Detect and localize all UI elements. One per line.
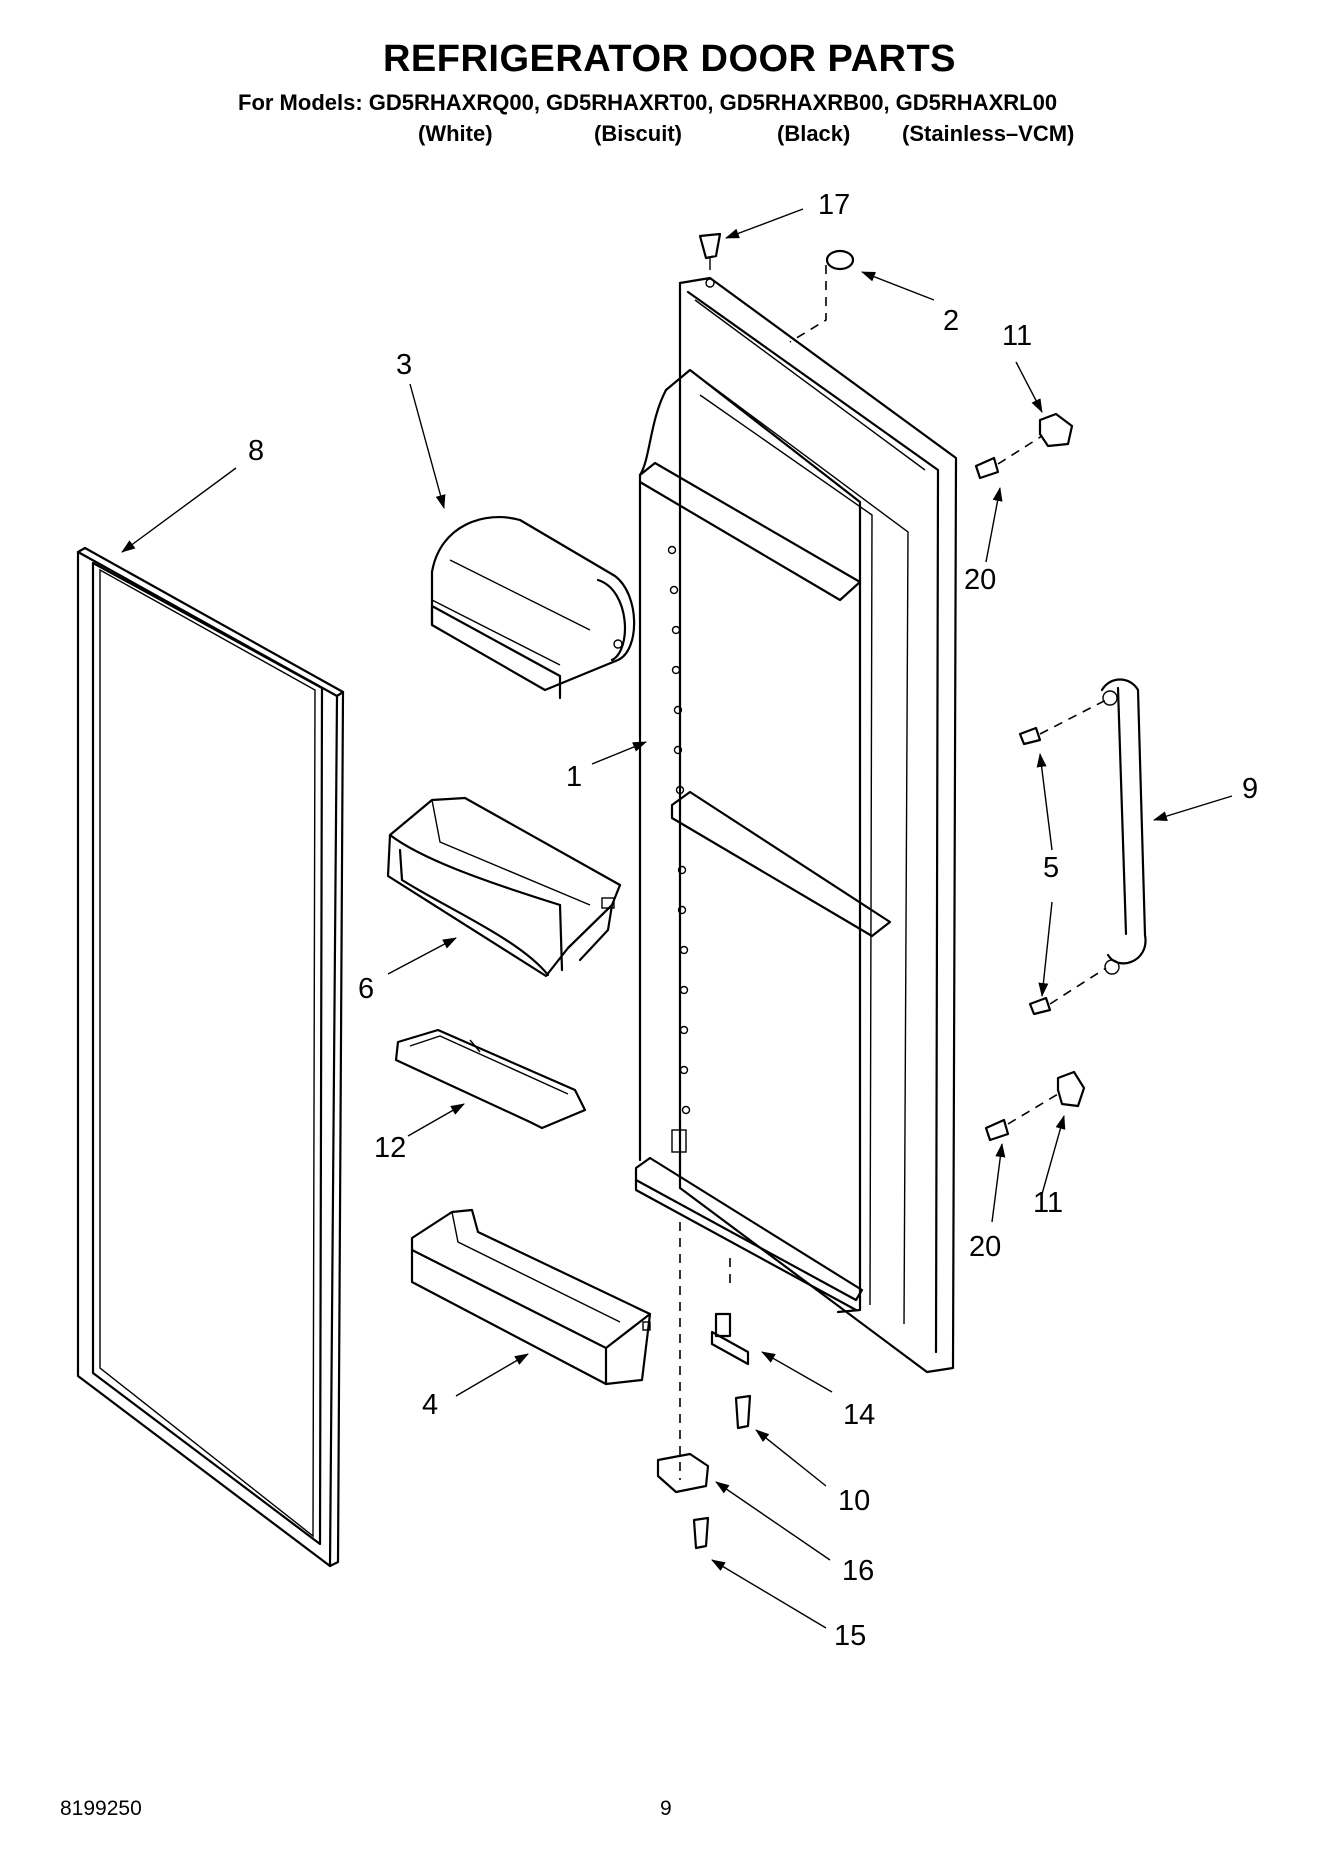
variant-black: (Black)	[777, 121, 851, 146]
callout-3: 3	[396, 349, 412, 381]
callout-16: 16	[842, 1555, 874, 1587]
part-6-door-bin	[386, 796, 622, 978]
callout-2: 2	[943, 305, 959, 337]
callout-10: 10	[838, 1485, 870, 1517]
callout-11-top: 11	[1002, 320, 1032, 352]
callout-15: 15	[834, 1620, 866, 1652]
callout-1: 1	[566, 761, 582, 793]
callout-4: 4	[422, 1389, 438, 1421]
callout-20-top: 20	[964, 564, 996, 596]
variant-stainless: (Stainless–VCM)	[902, 121, 1075, 146]
models-line: For Models: GD5RHAXRQ00, GD5RHAXRT00, GD…	[238, 90, 1058, 115]
callout-9: 9	[1242, 773, 1258, 805]
part-2-plug	[789, 249, 855, 343]
part-14-hinge-pin	[679, 1222, 750, 1480]
callout-20-bottom: 20	[969, 1231, 1001, 1263]
callout-8: 8	[248, 435, 264, 467]
part-5-handle-screws	[1018, 699, 1107, 1016]
part-17-screw	[698, 232, 722, 270]
callout-14: 14	[843, 1399, 875, 1431]
part-12-bin-liner	[394, 1028, 587, 1130]
document-number: 8199250	[60, 1797, 142, 1820]
part-1-door-liner	[634, 276, 958, 1374]
part-10-hinge-screw	[734, 1394, 752, 1430]
part-11-20-top-bumper	[974, 412, 1074, 480]
callout-5: 5	[1043, 852, 1059, 884]
page-title: REFRIGERATOR DOOR PARTS	[382, 38, 957, 80]
callout-12: 12	[374, 1132, 406, 1164]
callout-arrows	[121, 208, 1233, 1629]
part-4-shelf-bin	[410, 1208, 652, 1386]
part-16-hinge-bracket	[656, 1452, 710, 1494]
part-9-handle	[1100, 678, 1147, 975]
variant-white: (White)	[418, 121, 493, 146]
part-3-dairy-compartment	[430, 516, 636, 700]
callout-6: 6	[358, 973, 374, 1005]
part-8-door-gasket	[76, 546, 345, 1568]
part-11-20-bottom-bumper	[984, 1070, 1086, 1142]
callout-17: 17	[818, 189, 850, 221]
page-number: 9	[660, 1797, 672, 1820]
variant-biscuit: (Biscuit)	[594, 121, 682, 146]
part-15-bracket-screw	[692, 1516, 710, 1550]
callout-11-bottom: 11	[1033, 1187, 1063, 1219]
callout-labels: 17 2 11 3 8 20 1 9 5 6 12 11 20 14 4 10 …	[248, 189, 1258, 1652]
